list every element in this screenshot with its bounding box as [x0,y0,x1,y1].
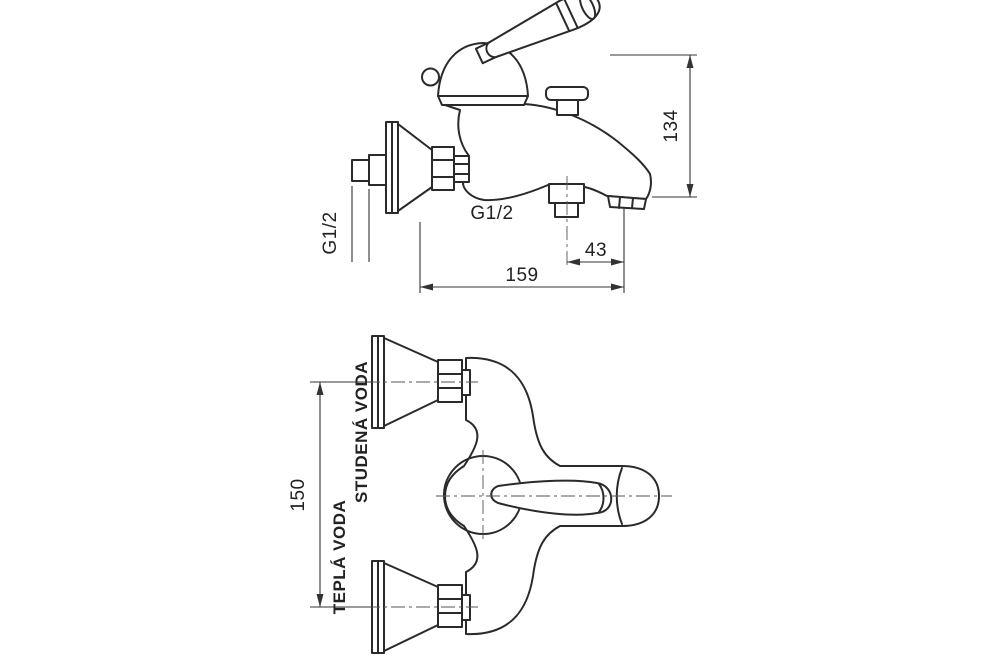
cold-water-label: STUDENÁ VODA [352,361,371,503]
dimension-inlet-spacing: 150 [288,381,372,608]
mounting-nut-bottom [437,584,463,628]
front-centerlines [366,381,672,608]
hot-water-label: TEPLÁ VODA [330,500,349,615]
hose-outlet [548,183,585,218]
escutcheon-cone [397,123,433,212]
dim-offset-label: 43 [585,240,607,261]
wall-connection [351,121,470,214]
wall-thread-label: G1/2 [320,211,341,254]
side-knob [421,67,440,87]
wall-nipple-step [351,159,370,182]
dim-height-label: 134 [661,109,682,142]
cartridge-collar [437,95,529,106]
dimension-reach: 159 [419,208,625,293]
dome-cap [437,42,529,97]
lever-handle [474,0,601,65]
mounting-nut [431,146,455,191]
dimension-height: 134 [610,54,697,198]
body-connector [453,155,470,183]
diverter-knob [545,86,589,116]
wall-thread-annotation: G1/2 [320,186,370,262]
aerator [607,195,647,210]
dimension-outlet-offset: 43 [567,240,624,266]
front-lever [490,479,613,516]
side-view: 159 43 134 G1/2 G1/2 [320,0,697,293]
dim-spacing-label: 150 [288,478,309,511]
body-connector-bottom [461,594,471,621]
faucet-body-spout [441,103,652,202]
outlet-thread-label: G1/2 [470,203,513,224]
handle-rings [555,0,579,33]
handle-tip [579,0,597,20]
wall-nipple [368,154,388,186]
mounting-nut-top [437,359,463,403]
front-view: 150 STUDENÁ VODA TEPLÁ VODA [288,335,672,654]
dim-reach-label: 159 [505,265,538,286]
body-connector-top [461,369,471,396]
